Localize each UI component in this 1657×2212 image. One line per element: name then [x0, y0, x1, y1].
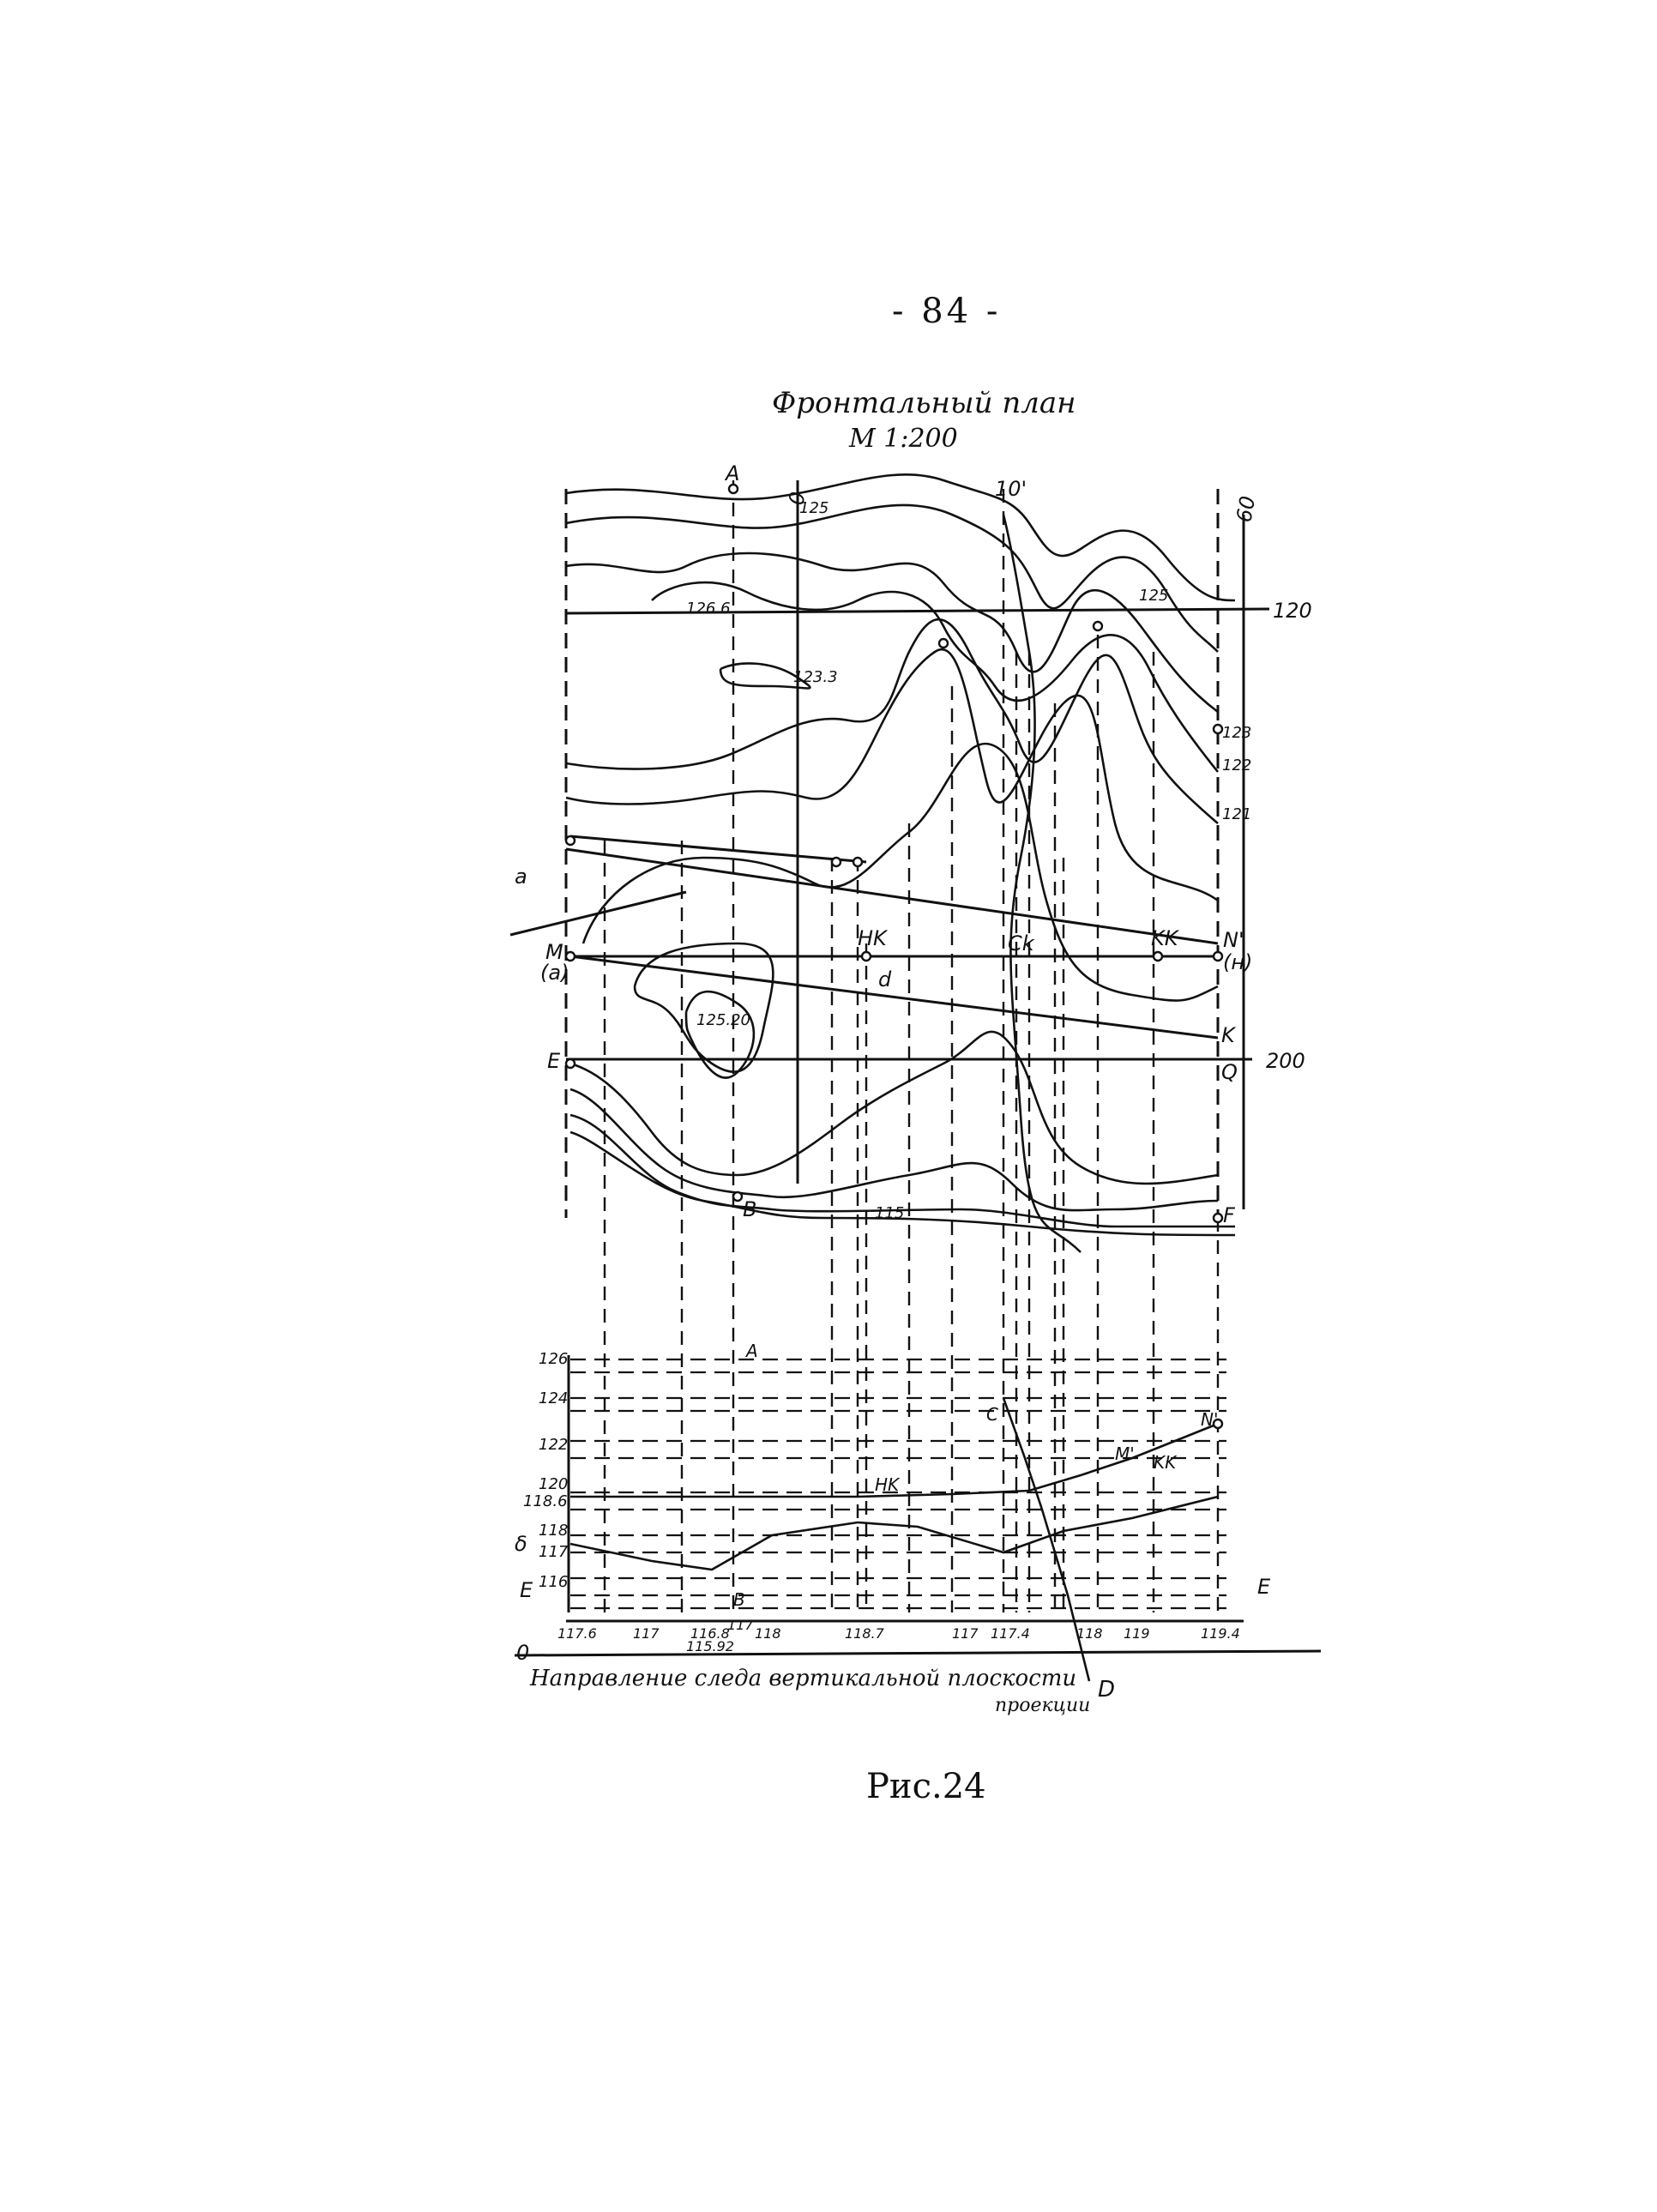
profile-level-117: 117: [539, 1543, 569, 1561]
point-label-n: N': [1223, 928, 1244, 952]
gridline-label-200: 200: [1266, 1049, 1305, 1073]
contour-label-7: 122: [1222, 756, 1251, 775]
profile-mark-d: D: [1098, 1677, 1115, 1703]
bottom-value-5: 118: [755, 1625, 781, 1642]
plan-title: Фронтальный план: [772, 386, 1076, 420]
point-label-hk: HK: [858, 926, 889, 950]
point-label-e: E: [547, 1049, 561, 1073]
section-line-mk: [569, 955, 1219, 1040]
bottom-value-3: 116.8: [690, 1625, 730, 1642]
profile-line-upper: [570, 1422, 1219, 1498]
point-label-e-profile: E: [520, 1578, 533, 1602]
point-label-f: F: [1223, 1203, 1236, 1227]
section-line-b: [565, 847, 1219, 945]
point-label-n-paren: (н): [1223, 950, 1252, 974]
profile-level-116: 116: [539, 1573, 568, 1591]
contour-label-4: 123.3: [793, 668, 838, 686]
bottom-value-11: 119.4: [1201, 1625, 1240, 1642]
gridline-label-0: 0: [784, 490, 810, 507]
point-label-ten: 10': [995, 477, 1027, 501]
profile-mark-m: M': [1115, 1444, 1135, 1464]
bottom-value-8: 117.4: [991, 1625, 1030, 1642]
bottom-value-6: 118.7: [845, 1625, 885, 1642]
contour-label-6: 123: [1222, 724, 1251, 742]
profile-mark-n: N': [1201, 1409, 1218, 1430]
grid-line-120: [565, 607, 1270, 615]
profile-level-122: 122: [539, 1436, 568, 1454]
profile-mark-kk: KK: [1154, 1452, 1178, 1473]
contour-lines: [565, 473, 1236, 1253]
base-line: [514, 1649, 1322, 1657]
profile-level-124: 124: [539, 1389, 568, 1407]
survey-points: [564, 483, 1224, 1430]
profile-level-126: 126: [539, 1350, 568, 1368]
point-label-b: B: [743, 1197, 756, 1221]
contour-label-9: 115: [875, 1204, 904, 1222]
point-label-d: d: [878, 967, 892, 991]
point-label-ck: Ck: [1008, 931, 1035, 955]
plan-frame: [564, 489, 1220, 1218]
point-label-delta: δ: [515, 1532, 527, 1556]
page-number: - 84 -: [892, 292, 1002, 331]
bottom-value-7: 117: [952, 1625, 979, 1642]
profile-mark-c: C: [986, 1404, 998, 1425]
point-label-kk: KK: [1151, 926, 1180, 950]
point-label-a-left: a: [515, 865, 527, 889]
bottom-value-1: 117.6: [557, 1625, 597, 1642]
profile-mark-a: A: [744, 1341, 758, 1361]
contour-label-2: 125: [1139, 587, 1168, 605]
profile-mark-b: B: [733, 1589, 745, 1610]
point-label-a-top: A: [724, 461, 739, 485]
profile-levels: [570, 1358, 1226, 1610]
bottom-under-value: 115.92: [686, 1638, 734, 1654]
trace-caption-continuation: проекции: [995, 1695, 1091, 1716]
point-label-k: K: [1221, 1023, 1237, 1047]
profile-level-118-6: 118.6: [523, 1492, 568, 1510]
profile-line-c: [1002, 1397, 1091, 1682]
gridline-label-120: 120: [1273, 599, 1312, 623]
point-label-a-paren: (a): [540, 961, 569, 985]
trace-caption: Направление следа вертикальной плоскости: [530, 1666, 1077, 1691]
point-label-zero: 0: [516, 1641, 529, 1665]
bottom-value-2: 117: [633, 1625, 660, 1642]
profile-mark-hk: HK: [875, 1474, 901, 1495]
contour-label-3: 126.6: [686, 600, 731, 618]
profile-level-118: 118: [539, 1522, 568, 1540]
bottom-value-9: 118: [1076, 1625, 1103, 1642]
figure-caption: Рис.24: [866, 1767, 986, 1806]
profile-level-120: 120: [539, 1475, 568, 1493]
section-line-top: [569, 835, 867, 864]
point-label-q: Q: [1221, 1060, 1238, 1084]
projection-lines: [603, 480, 1220, 1612]
profile-line-lower: [569, 1495, 1219, 1571]
contour-label-1: 125: [799, 499, 828, 517]
bottom-value-10: 119: [1124, 1625, 1150, 1642]
plan-scale: М 1:200: [849, 424, 958, 454]
point-label-m: M: [545, 940, 563, 964]
contour-label-5: 125.20: [696, 1011, 750, 1029]
point-label-e-right: E: [1257, 1575, 1271, 1599]
gridline-label-60: 60: [1232, 494, 1260, 524]
contour-label-8: 121: [1222, 805, 1251, 823]
bottom-value-4: 117: [727, 1617, 754, 1633]
